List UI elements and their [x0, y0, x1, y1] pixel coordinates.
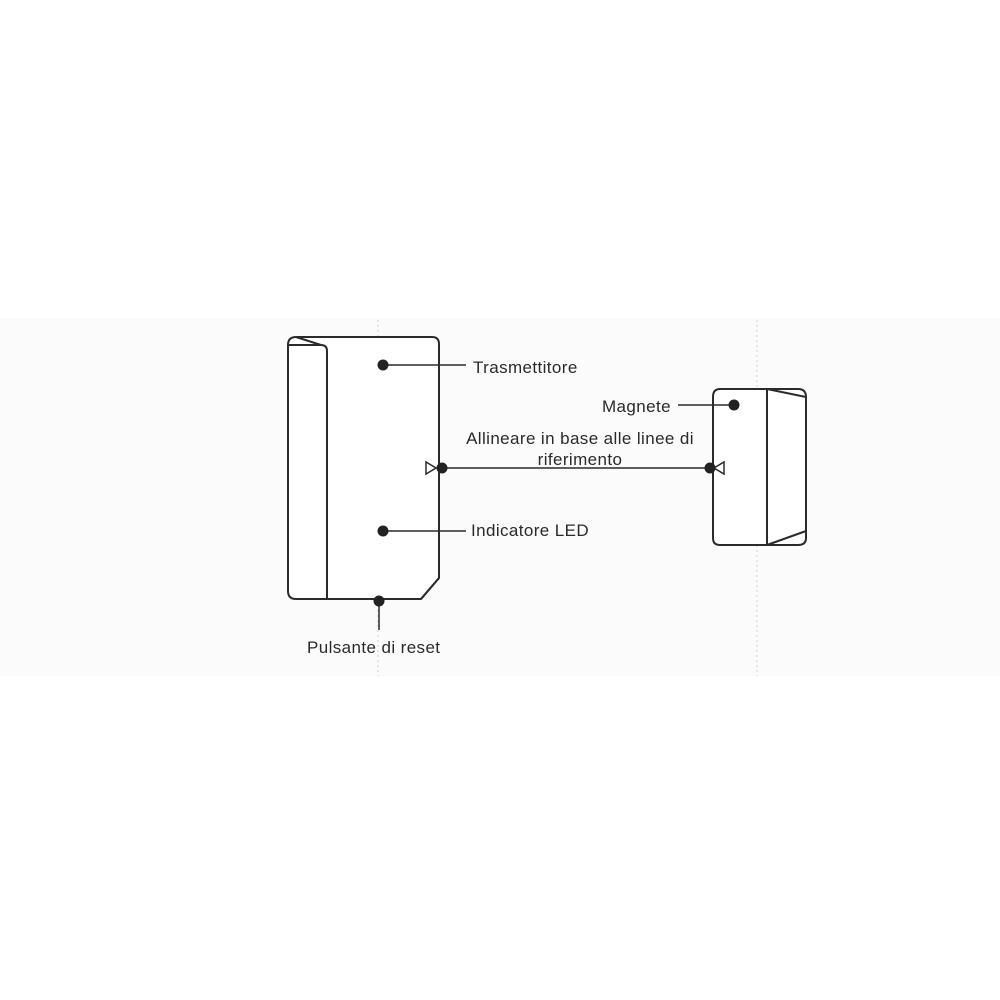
led-dot [377, 525, 389, 537]
reset-dot [373, 595, 385, 607]
alignment-dot-right [704, 462, 716, 474]
led-label: Indicatore LED [471, 521, 590, 540]
alignment-marker-right-icon [712, 460, 725, 476]
reset-label: Pulsante di reset [307, 638, 441, 657]
magnet-label: Magnete [602, 397, 671, 416]
transmitter-label: Trasmettitore [473, 358, 578, 377]
alignment-marker-left-icon [425, 460, 438, 476]
alignment-label-line1: Allineare in base alle linee di [466, 429, 694, 448]
alignment-dot-left [436, 462, 448, 474]
transmitter-device [287, 336, 440, 600]
transmitter-dot [377, 359, 389, 371]
magnet-dot [728, 399, 740, 411]
magnet-device [712, 388, 807, 546]
alignment-label-line2: riferimento [537, 450, 623, 469]
background-band [0, 318, 1000, 676]
